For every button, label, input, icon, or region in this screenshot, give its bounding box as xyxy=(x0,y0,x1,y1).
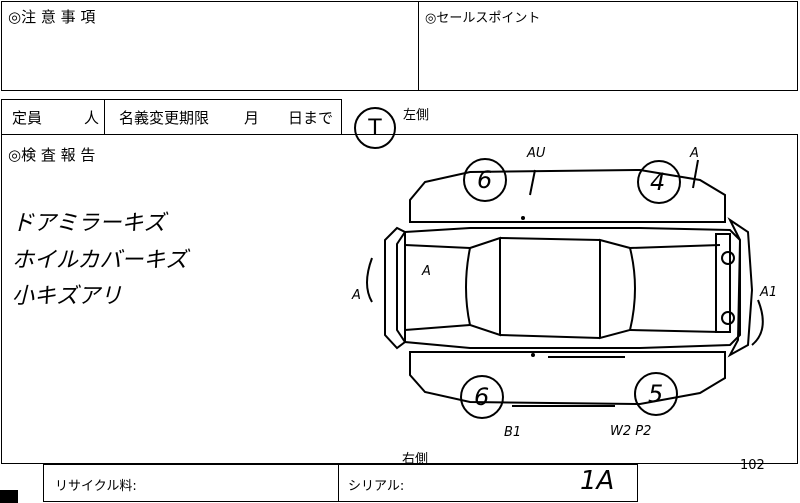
roof-lines xyxy=(499,237,601,339)
tire-front-right xyxy=(460,375,504,419)
serial-value: 1A xyxy=(580,466,615,496)
left-side-label: 左側 xyxy=(403,108,430,123)
windshield xyxy=(465,236,501,337)
left-damage-pointer xyxy=(366,257,373,303)
damage-code-left-inner: A xyxy=(422,264,431,279)
capacity-label: 定員 xyxy=(12,109,43,127)
left-side-body-outline xyxy=(409,168,726,223)
rear-lamp-lower xyxy=(721,311,735,325)
note-line-2: ホイルカバーキズ xyxy=(12,248,188,273)
top-rear-pointer xyxy=(692,159,699,189)
damage-code-right-rear: A1 xyxy=(760,285,778,300)
body-panel-lines xyxy=(404,244,721,333)
serial-box xyxy=(338,464,638,502)
tire-mark-front-left: 6 xyxy=(477,166,493,194)
top-view-body xyxy=(396,227,741,349)
rear-bumper xyxy=(727,217,754,358)
page-number: 102 xyxy=(740,458,765,473)
tire-front-left xyxy=(463,158,507,202)
tire-mark-rear-left: 4 xyxy=(650,168,666,196)
name-change-label: 名義変更期限 xyxy=(119,109,210,127)
rear-lamp-upper xyxy=(721,251,735,265)
grade-badge-value: T xyxy=(368,115,382,141)
sales-point-title: ◎セールスポイント xyxy=(425,11,541,26)
name-change-month: 月 xyxy=(244,109,260,127)
capacity-unit: 人 xyxy=(84,109,100,127)
damage-code-left-outer: A xyxy=(352,288,361,303)
trunk-panel xyxy=(715,233,731,333)
corner-marker xyxy=(0,490,18,503)
name-change-day: 日まで xyxy=(288,109,334,127)
note-line-3: 小キズアリ xyxy=(12,284,123,309)
damage-code-top-rear: A xyxy=(690,146,699,161)
rear-window xyxy=(599,238,636,340)
tire-mark-rear-right: 5 xyxy=(648,380,664,408)
damage-code-bottom-front: B1 xyxy=(504,425,522,440)
dent-dot-2 xyxy=(531,353,535,357)
right-side-label: 右側 xyxy=(402,452,429,467)
tire-mark-front-right: 6 xyxy=(474,383,490,411)
damage-code-bottom-rear: W2 P2 xyxy=(610,424,652,439)
tire-rear-left xyxy=(637,160,681,204)
top-front-pointer xyxy=(529,169,536,196)
serial-label: シリアル: xyxy=(348,479,405,494)
front-bumper xyxy=(384,226,406,350)
right-side-body-outline xyxy=(409,351,726,406)
inspection-title: ◎検 査 報 告 xyxy=(8,146,96,164)
notes-title: ◎注 意 事 項 xyxy=(8,8,96,26)
recycle-fee-label: リサイクル料: xyxy=(55,479,137,494)
rear-damage-pointer xyxy=(751,299,764,346)
note-line-1: ドアミラーキズ xyxy=(12,211,166,236)
sales-point-box xyxy=(418,1,798,91)
tire-rear-right xyxy=(634,372,678,416)
damage-code-top-front: AU xyxy=(527,146,546,161)
grade-badge: T xyxy=(354,107,396,149)
dent-dot-1 xyxy=(521,216,525,220)
inspection-box xyxy=(1,134,798,464)
